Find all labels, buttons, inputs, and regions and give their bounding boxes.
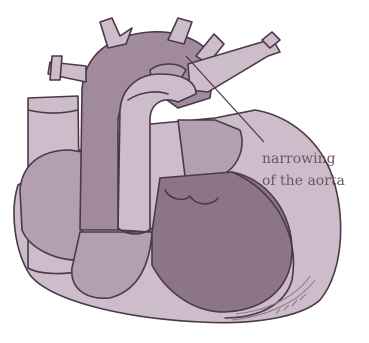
left-atrium [178, 120, 242, 176]
callout-line-1: narrowing [262, 148, 345, 170]
callout-line-2: of the aorta [262, 170, 345, 192]
callout-label: narrowing of the aorta [262, 148, 345, 192]
